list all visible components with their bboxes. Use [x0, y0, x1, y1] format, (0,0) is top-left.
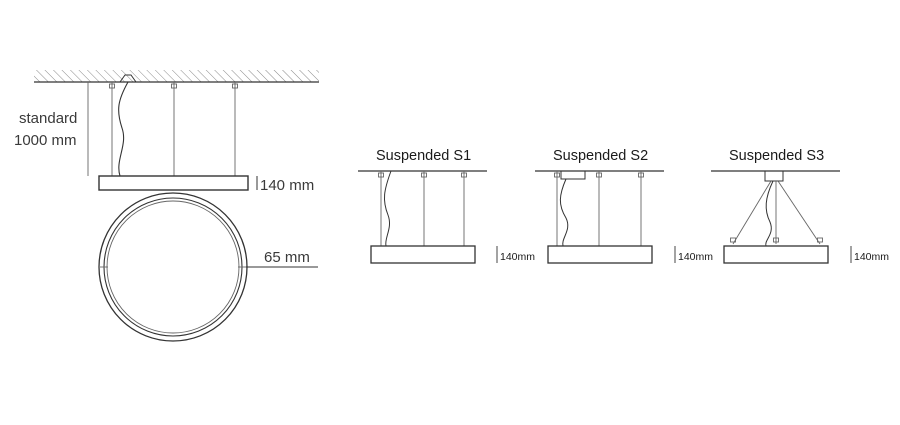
variant-title: Suspended S1 — [376, 148, 471, 164]
suspension-cables — [109, 82, 238, 176]
cable-length-label-line2: 1000 mm — [14, 132, 77, 149]
power-cord — [383, 170, 392, 247]
variant-s1: Suspended S1 140mm — [358, 148, 535, 264]
ceiling-canopy — [119, 74, 137, 83]
ceiling-canopy — [764, 170, 784, 182]
luminaire-profile — [723, 245, 829, 264]
suspension-cables — [554, 171, 644, 246]
luminaire-profile — [370, 245, 476, 264]
variant-s3: Suspended S3 140mm — [711, 148, 889, 264]
ceiling-canopy — [560, 170, 586, 180]
power-cord — [765, 180, 774, 247]
height-label: 140 mm — [260, 177, 314, 194]
height-label: 140mm — [500, 251, 535, 263]
cable-length-label-line1: standard — [19, 110, 77, 127]
luminaire-profile — [547, 245, 653, 264]
luminaire-profile — [98, 175, 249, 191]
height-label: 140mm — [678, 251, 713, 263]
power-cord — [118, 81, 129, 177]
ceiling — [34, 70, 319, 83]
variant-title: Suspended S2 — [553, 148, 648, 164]
variant-s2: Suspended S2 140mm — [535, 148, 713, 264]
ring-plan-view — [98, 192, 248, 342]
width-label: 65 mm — [264, 249, 310, 266]
power-cord — [559, 178, 569, 247]
main-elevation-view: 140 mm standard 1000 mm 65 mm — [14, 70, 319, 342]
suspension-cables — [730, 180, 823, 245]
suspension-cables — [378, 171, 467, 246]
variant-title: Suspended S3 — [729, 148, 824, 164]
height-label: 140mm — [854, 251, 889, 263]
